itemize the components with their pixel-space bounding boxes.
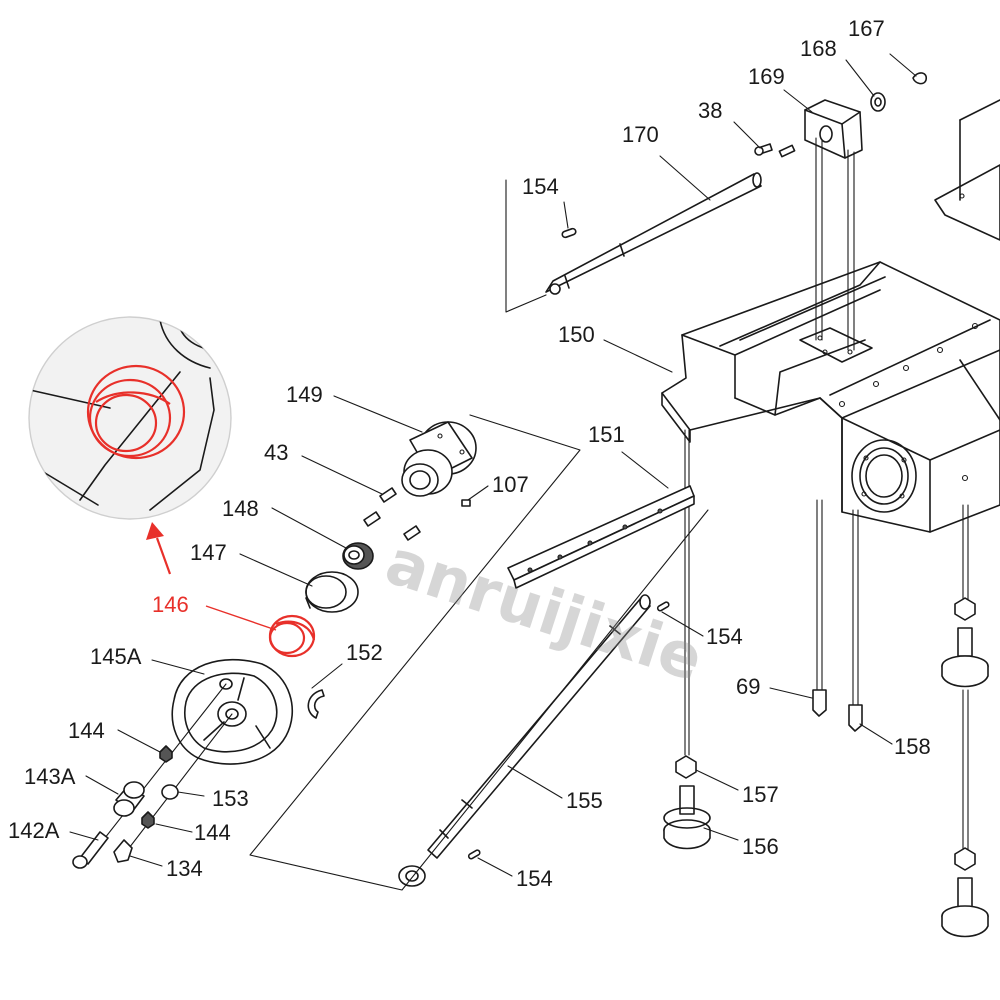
callout-144-upper: 144 bbox=[68, 718, 105, 743]
key-154-upper bbox=[561, 227, 577, 239]
callout-149: 149 bbox=[286, 382, 323, 407]
callout-148: 148 bbox=[222, 496, 259, 521]
callout-168: 168 bbox=[800, 36, 837, 61]
callout-144-lower: 144 bbox=[194, 820, 231, 845]
callout-38: 38 bbox=[698, 98, 722, 123]
ring-146-highlighted bbox=[268, 614, 316, 658]
callout-154-upper: 154 bbox=[522, 174, 559, 199]
washer-153 bbox=[161, 784, 179, 800]
handle-143a bbox=[113, 781, 145, 817]
callout-143a: 143A bbox=[24, 764, 76, 789]
nut-144-lower bbox=[141, 811, 155, 829]
callout-145a: 145A bbox=[90, 644, 142, 669]
key-154-middle bbox=[656, 601, 670, 612]
callout-154-middle: 154 bbox=[706, 624, 743, 649]
leveling-foot-156 bbox=[663, 755, 711, 850]
bolt-142a bbox=[72, 831, 109, 869]
bolt-158 bbox=[848, 704, 863, 732]
callout-152: 152 bbox=[346, 640, 383, 665]
callout-154-lower: 154 bbox=[516, 866, 553, 891]
callout-150: 150 bbox=[558, 322, 595, 347]
ring-147 bbox=[305, 571, 359, 613]
leadscrew-170 bbox=[545, 172, 762, 295]
callout-107: 107 bbox=[492, 472, 529, 497]
cap-134 bbox=[113, 839, 133, 863]
callout-156: 156 bbox=[742, 834, 779, 859]
housing-149 bbox=[401, 421, 477, 497]
bracket-169 bbox=[778, 99, 863, 159]
bolt-69 bbox=[812, 689, 827, 717]
callout-146-highlighted: 146 bbox=[152, 592, 189, 617]
callout-43: 43 bbox=[264, 440, 288, 465]
callout-142a: 142A bbox=[8, 818, 60, 843]
bed-casting-150 bbox=[661, 261, 1000, 533]
zoom-inset bbox=[28, 316, 232, 575]
handle-axis bbox=[85, 683, 227, 863]
assembly-bracket-line-lower bbox=[249, 414, 709, 891]
callout-147: 147 bbox=[190, 540, 227, 565]
callout-157: 157 bbox=[742, 782, 779, 807]
callout-155: 155 bbox=[566, 788, 603, 813]
callout-134: 134 bbox=[166, 856, 203, 881]
handwheel-145a bbox=[171, 658, 294, 765]
gib-151 bbox=[507, 485, 695, 589]
leveling-foot-right-lower bbox=[941, 847, 989, 938]
callout-170: 170 bbox=[622, 122, 659, 147]
leveling-foot-right-upper bbox=[941, 597, 989, 688]
screws-43 bbox=[363, 487, 421, 541]
callout-labels: 167 168 169 38 170 154 150 149 43 107 15… bbox=[8, 16, 931, 891]
callout-158: 158 bbox=[894, 734, 931, 759]
upper-table bbox=[934, 99, 1000, 241]
key-154-lower bbox=[467, 849, 481, 860]
leader-146 bbox=[205, 605, 277, 631]
callout-169: 169 bbox=[748, 64, 785, 89]
leader-lines bbox=[69, 53, 917, 877]
assembly-bracket-line-upper bbox=[505, 179, 547, 313]
clip-152 bbox=[307, 689, 325, 719]
callout-151: 151 bbox=[588, 422, 625, 447]
callout-153: 153 bbox=[212, 786, 249, 811]
bearing-148 bbox=[342, 542, 374, 570]
hub-axis bbox=[125, 713, 233, 853]
tie-rods bbox=[684, 137, 969, 851]
callout-167: 167 bbox=[848, 16, 885, 41]
screw-38 bbox=[754, 143, 773, 156]
watermark: anruijixie bbox=[377, 525, 711, 696]
callout-69: 69 bbox=[736, 674, 760, 699]
washer-168-and-ring-167 bbox=[870, 72, 928, 112]
nut-144-upper bbox=[159, 745, 173, 763]
pin-107 bbox=[461, 499, 471, 507]
